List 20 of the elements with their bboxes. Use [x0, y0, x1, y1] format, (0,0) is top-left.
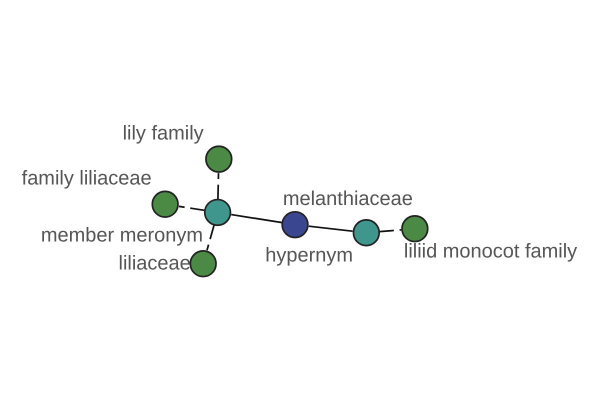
node-circle	[204, 198, 232, 226]
node-label: family liliaceae	[22, 168, 152, 190]
node-circle	[352, 219, 380, 246]
node-label: hypernym	[265, 244, 354, 267]
node-label: liliaceae	[118, 252, 191, 275]
node-circle	[281, 210, 309, 238]
connector	[217, 173, 220, 199]
node-label: melanthiaceae	[282, 188, 413, 210]
node-label: lily family	[122, 122, 204, 144]
node-circle	[189, 250, 217, 278]
connector	[308, 225, 353, 232]
node-label: liliid monocot family	[404, 240, 578, 263]
node-circle	[151, 190, 179, 218]
connector	[380, 228, 402, 232]
connector	[206, 225, 215, 250]
connector	[178, 206, 205, 212]
node-label: member meronym	[40, 224, 204, 246]
node-circle	[401, 215, 429, 242]
connector	[231, 214, 282, 224]
node-circle	[205, 145, 233, 173]
